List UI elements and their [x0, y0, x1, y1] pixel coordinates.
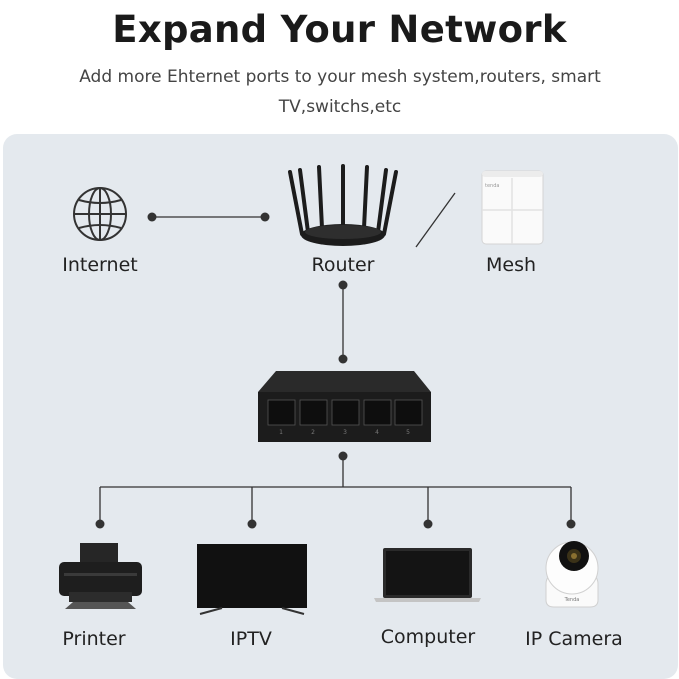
- switch-icon: 1 2 3 4 5: [258, 371, 431, 442]
- laptop-icon: [374, 548, 481, 602]
- subtitle-line-2: TV,switchs,etc: [278, 97, 402, 117]
- tv-icon: [197, 544, 307, 615]
- router-icon: [288, 164, 398, 246]
- label-printer: Printer: [62, 628, 126, 650]
- label-iptv: IPTV: [230, 628, 272, 650]
- label-router: Router: [311, 254, 375, 276]
- label-mesh: Mesh: [485, 254, 537, 276]
- subtitle-line-1: Add more Ehternet ports to your mesh sys…: [79, 67, 601, 87]
- switch-port-label: 1: [279, 429, 283, 436]
- router-mesh-line: [415, 192, 456, 248]
- connectors: [99, 192, 572, 524]
- mesh-brand-text: tenda: [485, 183, 499, 189]
- label-ip-camera: IP Camera: [525, 628, 623, 650]
- switch-port-label: 4: [375, 429, 379, 436]
- globe-icon: [73, 187, 127, 241]
- page-title: Expand Your Network: [112, 8, 567, 51]
- camera-brand-text: Tenda: [564, 597, 580, 603]
- page-subtitle: Add more Ehternet ports to your mesh sys…: [60, 62, 620, 122]
- switch-port-label: 5: [406, 429, 410, 436]
- label-computer: Computer: [380, 626, 476, 648]
- switch-port-label: 3: [343, 429, 347, 436]
- printer-icon: [59, 543, 142, 609]
- connector-dots: [95, 212, 576, 529]
- switch-port-label: 2: [311, 429, 315, 436]
- mesh-node-icon: tenda: [481, 170, 544, 245]
- label-internet: Internet: [62, 254, 138, 276]
- camera-icon: Tenda: [545, 541, 599, 608]
